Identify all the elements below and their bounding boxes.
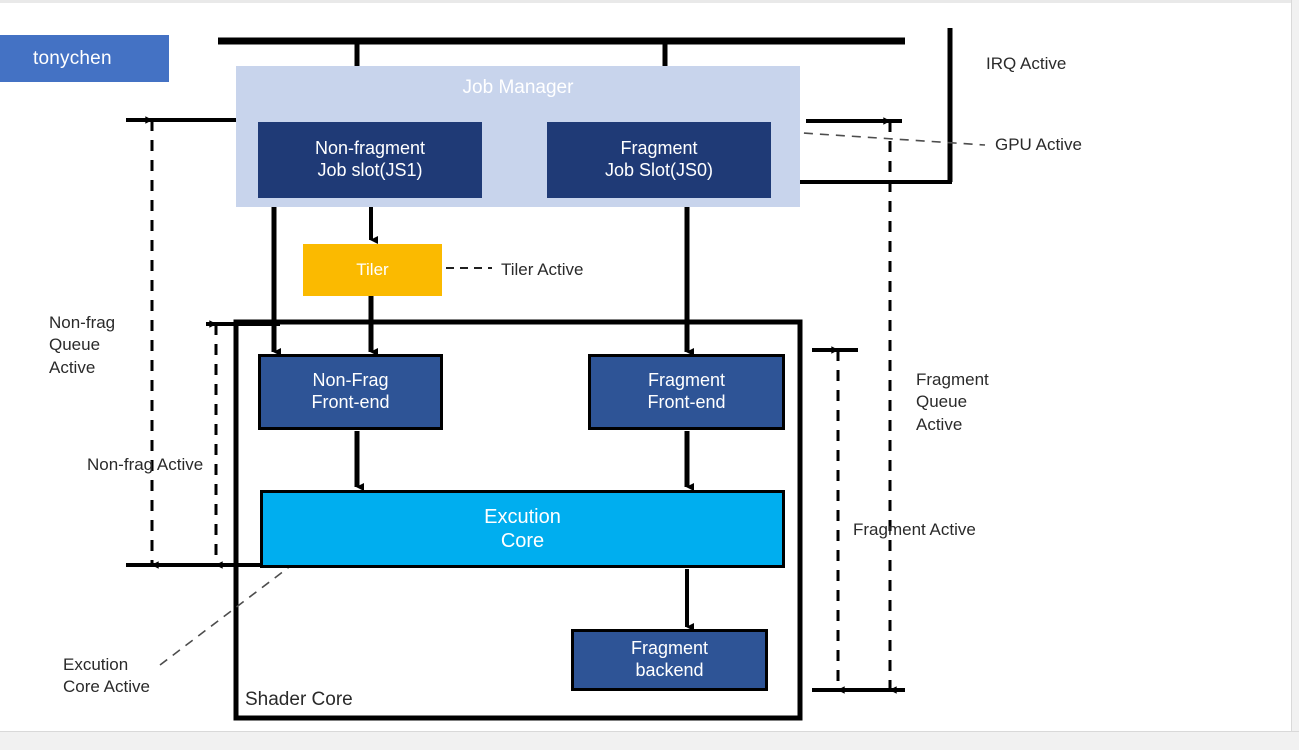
tiler-label: Tiler <box>356 259 389 279</box>
execution-core-active-label: Excution Core Active <box>63 655 150 697</box>
author-badge: tonychen <box>0 35 169 82</box>
fragment-job-slot-line1: Fragment <box>620 138 698 159</box>
non-frag-active-label: Non-frag Active <box>87 455 204 474</box>
fragment-backend-node[interactable]: Fragment backend <box>571 629 768 691</box>
non-fragment-job-slot-line2: Job slot(JS1) <box>317 160 423 180</box>
fragment-queue-active-label: Fragment Queue Active <box>916 370 989 434</box>
non-fragment-job-slot-line1: Non-fragment <box>314 138 426 159</box>
non-frag-front-end-line2: Front-end <box>311 392 390 412</box>
gpu-active-bracket <box>806 117 902 300</box>
fragment-front-end-node[interactable]: Fragment Front-end <box>588 354 785 430</box>
fragment-job-slot-line2: Job Slot(JS0) <box>604 160 714 180</box>
window-bottom-edge <box>0 731 1299 750</box>
job-manager-label: Job Manager <box>462 77 574 98</box>
tiler-active-label: Tiler Active <box>501 260 584 279</box>
irq-active-bracket <box>800 28 953 184</box>
non-frag-front-end-line1: Non-Frag <box>312 370 389 391</box>
gpu-active-label: GPU Active <box>995 135 1082 154</box>
gpu-active-leader <box>771 130 986 146</box>
shader-core-internal-arrows <box>354 431 694 631</box>
shader-core-outline <box>233 319 803 721</box>
tiler-node[interactable]: Tiler <box>303 244 442 296</box>
execution-core-line1: Excution <box>484 505 561 528</box>
execution-core-node[interactable]: Excution Core <box>260 490 785 568</box>
window-right-edge <box>1291 0 1299 750</box>
author-badge-label: tonychen <box>33 47 112 69</box>
non-frag-queue-active-label: Non-frag Queue Active <box>49 313 116 377</box>
fragment-job-slot[interactable]: Fragment Job Slot(JS0) <box>547 122 771 198</box>
execution-core-line2: Core <box>500 530 545 552</box>
irq-active-label: IRQ Active <box>986 54 1067 73</box>
execution-core-active-leader <box>159 554 306 666</box>
fragment-active-label: Fragment Active <box>853 520 976 539</box>
non-frag-front-end-node[interactable]: Non-Frag Front-end <box>258 354 443 430</box>
fragment-front-end-line1: Fragment <box>647 370 726 391</box>
non-fragment-job-slot[interactable]: Non-fragment Job slot(JS1) <box>258 122 482 198</box>
window-top-edge <box>0 0 1299 3</box>
fragment-backend-line1: Fragment <box>630 638 709 659</box>
fragment-front-end-line2: Front-end <box>647 392 726 412</box>
fragment-backend-line2: backend <box>635 660 704 680</box>
shader-core-caption: Shader Core <box>245 689 353 710</box>
